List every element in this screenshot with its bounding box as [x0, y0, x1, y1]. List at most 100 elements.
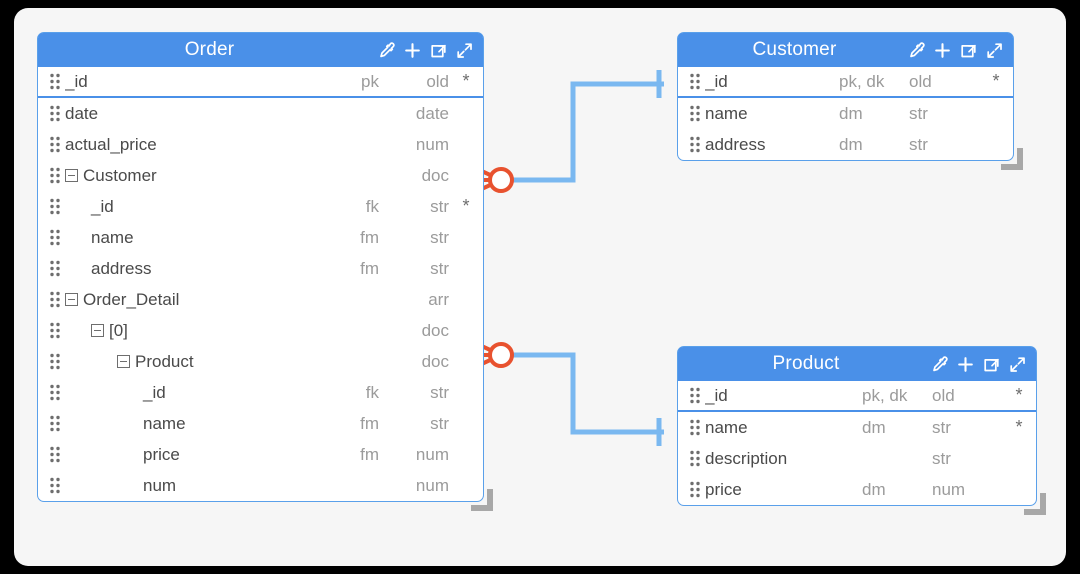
drag-handle-icon[interactable]	[690, 419, 701, 436]
plus-icon[interactable]	[933, 41, 952, 60]
resize-handle[interactable]	[1001, 148, 1023, 170]
field-name-label: Customer	[83, 165, 157, 185]
drag-handle-icon[interactable]	[50, 291, 61, 308]
drag-handle-icon[interactable]	[50, 229, 61, 246]
field-type: old	[426, 71, 449, 91]
field-name-label: description	[705, 448, 788, 468]
field-type: str	[932, 417, 951, 437]
drag-handle-icon[interactable]	[690, 481, 701, 498]
field-name: address	[65, 259, 309, 279]
field-key: fm	[360, 413, 379, 433]
external-link-icon[interactable]	[982, 355, 1001, 374]
drag-handle-icon[interactable]	[690, 450, 701, 467]
drag-handle-icon[interactable]	[50, 322, 61, 339]
drag-handle-icon[interactable]	[50, 136, 61, 153]
drag-handle-icon[interactable]	[50, 167, 61, 184]
external-link-icon[interactable]	[959, 41, 978, 60]
resize-handle[interactable]	[1024, 493, 1046, 515]
resize-handle[interactable]	[471, 489, 493, 511]
eyedropper-icon[interactable]	[907, 41, 926, 60]
external-link-icon[interactable]	[429, 41, 448, 60]
entity-header-customer[interactable]: Customer	[678, 33, 1013, 67]
collapse-toggle-icon[interactable]	[65, 169, 78, 182]
field-name: date	[65, 104, 309, 124]
field-name: _id	[705, 72, 839, 92]
expand-icon[interactable]	[1008, 355, 1027, 374]
drag-handle-icon[interactable]	[50, 384, 61, 401]
field-type: str	[430, 258, 449, 278]
expand-icon[interactable]	[455, 41, 474, 60]
collapse-toggle-icon[interactable]	[117, 355, 130, 368]
drag-handle-icon[interactable]	[690, 136, 701, 153]
field-name: _id	[65, 72, 309, 92]
collapse-toggle-icon[interactable]	[65, 293, 78, 306]
eyedropper-icon[interactable]	[930, 355, 949, 374]
field-key: fm	[360, 227, 379, 247]
field-type: doc	[421, 320, 449, 340]
field-name-label: address	[91, 258, 152, 278]
drag-handle-icon[interactable]	[690, 73, 701, 90]
drag-handle-icon[interactable]	[690, 105, 701, 122]
field-name: _id	[65, 383, 309, 403]
field-type: str	[932, 448, 951, 468]
entity-header-order[interactable]: Order	[38, 33, 483, 67]
relationship-order-product	[472, 340, 664, 446]
plus-icon[interactable]	[956, 355, 975, 374]
field-type: num	[932, 479, 966, 499]
plus-icon[interactable]	[403, 41, 422, 60]
field-type: num	[415, 475, 449, 495]
eyedropper-icon[interactable]	[377, 41, 396, 60]
field-name-label: name	[705, 417, 748, 437]
field-name: num	[65, 476, 309, 496]
collapse-toggle-icon[interactable]	[91, 324, 104, 337]
field-row[interactable]: num num	[38, 470, 483, 501]
field-name: Order_Detail	[65, 290, 309, 310]
drag-handle-icon[interactable]	[50, 353, 61, 370]
drag-handle-icon[interactable]	[50, 73, 61, 90]
drag-handle-icon[interactable]	[50, 105, 61, 122]
drag-handle-icon[interactable]	[50, 477, 61, 494]
field-name-label: _id	[143, 382, 166, 402]
field-name-label: price	[143, 444, 180, 464]
drag-handle-icon[interactable]	[50, 415, 61, 432]
field-row[interactable]: description str	[678, 443, 1036, 474]
field-name: [0]	[65, 321, 309, 341]
field-name: description	[705, 449, 862, 469]
field-name-label: _id	[65, 71, 88, 91]
drag-handle-icon[interactable]	[50, 446, 61, 463]
field-row[interactable]: [0] doc	[38, 315, 483, 346]
field-key: dm	[862, 479, 886, 499]
drag-handle-icon[interactable]	[50, 198, 61, 215]
drag-handle-icon[interactable]	[690, 387, 701, 404]
entity-header-product[interactable]: Product	[678, 347, 1036, 381]
drag-handle-icon[interactable]	[50, 260, 61, 277]
field-name: name	[65, 414, 309, 434]
field-name: price	[705, 480, 862, 500]
field-required-marker: *	[1015, 385, 1023, 405]
expand-icon[interactable]	[985, 41, 1004, 60]
field-name-label: [0]	[109, 320, 128, 340]
